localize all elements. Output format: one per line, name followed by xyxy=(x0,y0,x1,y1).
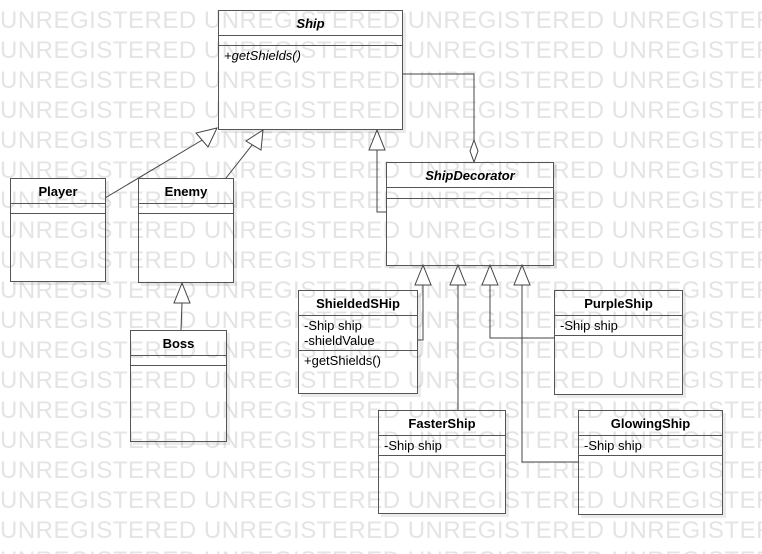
class-name: ShipDecorator xyxy=(387,163,553,188)
operations-compartment xyxy=(379,456,505,460)
attributes-compartment: -Ship ship xyxy=(379,436,505,456)
generalization-arrowhead xyxy=(368,128,386,151)
attributes-compartment xyxy=(387,188,553,199)
class-name: FasterShip xyxy=(379,411,505,436)
operation: +getShields() xyxy=(304,353,381,368)
attributes-compartment xyxy=(219,36,402,46)
aggregation-diamond xyxy=(469,138,479,164)
player-to-ship-generalization xyxy=(104,135,210,199)
decorator-to-ship-generalization xyxy=(376,150,386,213)
attribute: -Ship ship xyxy=(584,438,642,453)
operations-compartment xyxy=(139,214,233,218)
class-name: Player xyxy=(11,179,105,204)
operations-compartment xyxy=(11,214,105,218)
class-name: PurpleShip xyxy=(555,291,682,316)
class-enemy[interactable]: Enemy xyxy=(138,178,234,283)
class-player[interactable]: Player xyxy=(10,178,106,282)
generalization-arrowhead xyxy=(195,127,218,148)
operations-compartment: +getShields() xyxy=(299,351,417,370)
class-purple-ship[interactable]: PurpleShip -Ship ship xyxy=(554,290,683,395)
attribute: -shieldValue xyxy=(304,333,375,348)
class-glowing-ship[interactable]: GlowingShip -Ship ship xyxy=(578,410,723,515)
generalization-arrowhead xyxy=(513,263,531,286)
attribute: -Ship ship xyxy=(560,318,618,333)
generalization-arrowhead xyxy=(245,129,264,151)
operations-compartment: +getShields() xyxy=(219,46,402,65)
class-name: Ship xyxy=(219,11,402,36)
decorator-to-ship-aggregation xyxy=(402,73,475,140)
class-name: Boss xyxy=(131,331,226,356)
shielded-to-decorator-generalization xyxy=(418,285,424,341)
purple-to-decorator-generalization xyxy=(489,285,554,339)
operations-compartment xyxy=(579,456,722,460)
generalization-arrowhead xyxy=(173,281,191,304)
generalization-arrowhead xyxy=(481,263,499,286)
class-shielded-ship[interactable]: ShieldedSHip -Ship ship -shieldValue +ge… xyxy=(298,290,418,394)
generalization-arrowhead xyxy=(414,263,432,286)
attribute: -Ship ship xyxy=(384,438,442,453)
operations-compartment xyxy=(131,366,226,370)
attributes-compartment xyxy=(11,204,105,214)
operations-compartment xyxy=(555,336,682,340)
class-name: Enemy xyxy=(139,179,233,204)
attributes-compartment: -Ship ship -shieldValue xyxy=(299,316,417,351)
class-boss[interactable]: Boss xyxy=(130,330,227,442)
attribute: -Ship ship xyxy=(304,318,362,333)
operation: +getShields() xyxy=(224,48,301,63)
glowing-to-decorator-generalization xyxy=(521,285,578,463)
class-faster-ship[interactable]: FasterShip -Ship ship xyxy=(378,410,506,514)
operations-compartment xyxy=(387,199,553,203)
class-ship-decorator[interactable]: ShipDecorator xyxy=(386,162,554,266)
class-ship[interactable]: Ship +getShields() xyxy=(218,10,403,130)
attributes-compartment xyxy=(131,356,226,366)
class-name: ShieldedSHip xyxy=(299,291,417,316)
boss-to-enemy-generalization xyxy=(180,302,183,331)
attributes-compartment: -Ship ship xyxy=(555,316,682,336)
generalization-arrowhead xyxy=(449,263,467,286)
attributes-compartment xyxy=(139,204,233,214)
attributes-compartment: -Ship ship xyxy=(579,436,722,456)
class-name: GlowingShip xyxy=(579,411,722,436)
enemy-to-ship-generalization xyxy=(225,139,257,179)
